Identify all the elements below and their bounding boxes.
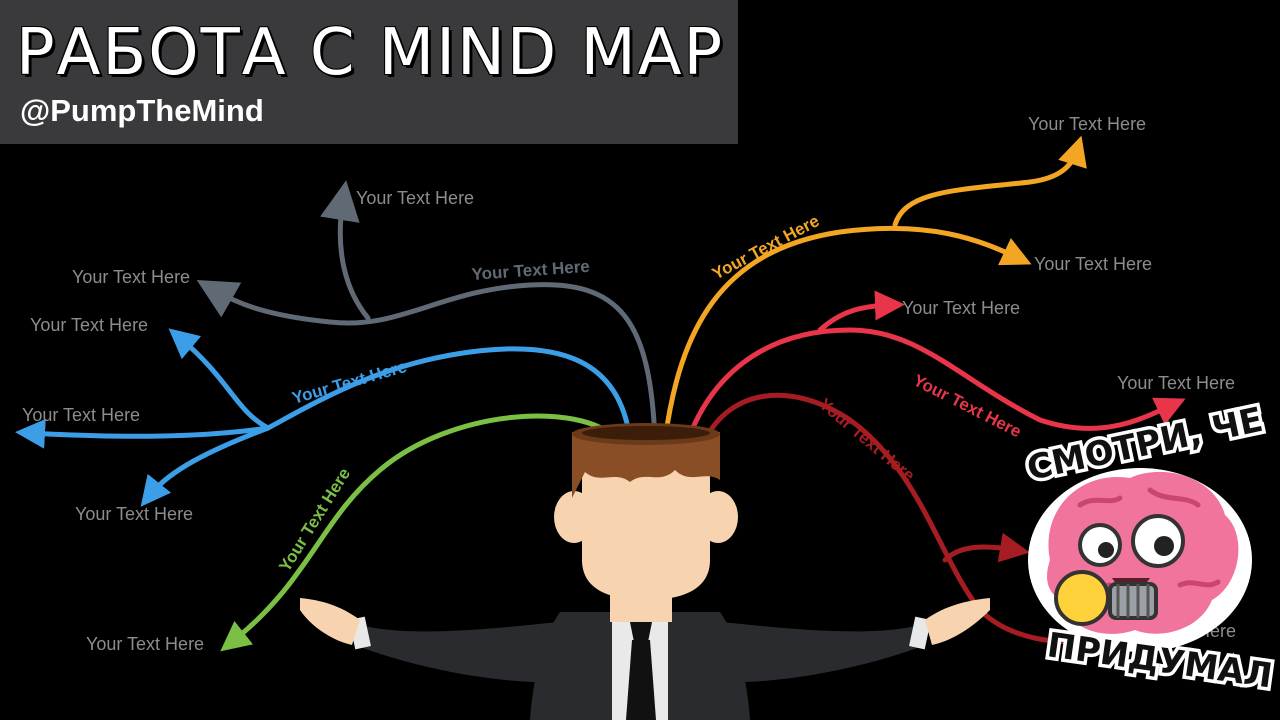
- branch-blue: [15, 328, 633, 507]
- branch-label-orange: Your Text Here: [709, 211, 822, 283]
- person-illustration: [300, 423, 990, 720]
- brain-mascot-icon: [1028, 468, 1252, 652]
- left-hand: [300, 598, 360, 645]
- leaf-label: Your Text Here: [22, 405, 140, 425]
- branch-orange: [662, 135, 1087, 443]
- branch-label-darkred: Your Text Here: [815, 395, 918, 486]
- leaf-label: Your Text Here: [30, 315, 148, 335]
- light-bulb-icon: [1054, 570, 1158, 626]
- right-hand: [925, 598, 990, 645]
- leaf-label: Your Text Here: [72, 267, 190, 287]
- leaf-label: Your Text Here: [75, 504, 193, 524]
- branch-label-blue: Your Text Here: [290, 357, 409, 408]
- title-banner: РАБОТА С MIND MAP @PumpTheMind: [0, 0, 738, 144]
- branch-label-red: Your Text Here: [910, 371, 1024, 442]
- branch-darkred: [702, 392, 1093, 645]
- branch-gray: [196, 180, 658, 443]
- branch-label-green: Your Text Here: [275, 465, 354, 575]
- leaf-label: Your Text Here: [356, 188, 474, 208]
- leaf-labels: Your Text Here Your Text Here Your Text …: [22, 114, 1235, 654]
- channel-handle: @PumpTheMind: [20, 93, 264, 128]
- leaf-label: Your Text Here: [86, 634, 204, 654]
- leaf-label: Your Text Here: [1034, 254, 1152, 274]
- branch-green: [220, 413, 621, 652]
- leaf-label: Your Text Here: [1117, 373, 1235, 393]
- branch-red: [685, 290, 1186, 443]
- sticker: xt Here СМОТРИ, ЧЕ ПРИДУМАЛ: [1020, 396, 1278, 700]
- branch-label-gray: Your Text Here: [471, 257, 590, 284]
- leaf-label: Your Text Here: [1028, 114, 1146, 134]
- page-title: РАБОТА С MIND MAP: [16, 16, 725, 90]
- leaf-label: Your Text Here: [902, 298, 1020, 318]
